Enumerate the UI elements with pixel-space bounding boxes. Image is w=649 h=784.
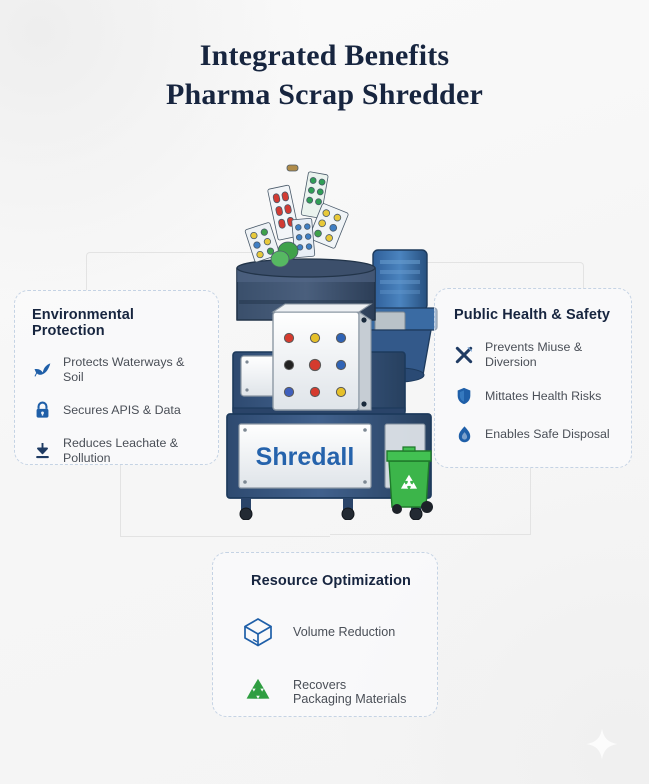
benefit-label: Enables Safe Disposal	[485, 426, 610, 441]
benefit-label: Secures APIS & Data	[63, 402, 181, 417]
benefit-item: Reduces Leachate & Pollution	[31, 436, 204, 465]
benefit-label: Mittates Health Risks	[485, 388, 602, 403]
lock-icon	[31, 399, 53, 421]
connector-right-stem	[530, 468, 531, 534]
recycle-icon	[241, 675, 275, 709]
card-title: Public Health & Safety	[454, 307, 611, 323]
benefit-label: Prevents Miuse & Diversion	[485, 340, 583, 369]
benefit-label: Reduces Leachate & Pollution	[63, 436, 179, 465]
connector-right-rail	[330, 534, 531, 535]
control-panel	[271, 303, 373, 411]
card-resource-optimization: Resource Optimization Volume Reduction	[212, 552, 438, 717]
benefit-item: Recovers Packaging Materials	[241, 675, 421, 709]
benefit-item: Prevents Miuse & Diversion	[453, 340, 619, 369]
sparkle-star-icon	[586, 728, 618, 760]
machine-brand-label: Shredall	[256, 443, 355, 471]
benefit-item: Protects Waterways & Soil	[31, 355, 204, 384]
download-arrow-icon	[31, 440, 53, 462]
connector-bottom-stem	[120, 465, 121, 537]
benefit-label: Volume Reduction	[293, 624, 396, 639]
recycling-bin	[386, 446, 433, 514]
shield-icon	[453, 385, 475, 407]
benefit-item: Mittates Health Risks	[453, 385, 619, 407]
cross-swords-icon	[453, 344, 475, 366]
benefit-item: Enables Safe Disposal	[453, 423, 619, 445]
title-line-2: Pharma Scrap Shredder	[166, 78, 483, 111]
card-public-health-safety: Public Health & Safety Prevents Miuse & …	[434, 288, 632, 468]
pharma-blister-packs	[244, 164, 349, 268]
card-title: Environmental Protection	[32, 307, 135, 339]
benefit-item: Secures APIS & Data	[31, 399, 204, 421]
benefit-label: Protects Waterways & Soil	[63, 355, 185, 384]
cube-icon	[241, 615, 275, 649]
shredder-machine-illustration: Shredall	[226, 249, 438, 520]
benefit-item: Volume Reduction	[241, 615, 421, 649]
flame-icon	[453, 423, 475, 445]
card-title: Resource Optimization	[251, 573, 412, 589]
leaf-icon	[31, 359, 53, 381]
card-environmental-protection: Environmental Protection Protects Waterw…	[14, 290, 219, 465]
benefit-label: Recovers Packaging Materials	[293, 677, 407, 707]
title-line-1: Integrated Benefits	[199, 39, 450, 72]
page-title: Integrated Benefits Pharma Scrap Shredde…	[0, 36, 649, 114]
machine-base: Shredall	[226, 413, 432, 520]
connector-bottom-rail	[120, 536, 330, 537]
